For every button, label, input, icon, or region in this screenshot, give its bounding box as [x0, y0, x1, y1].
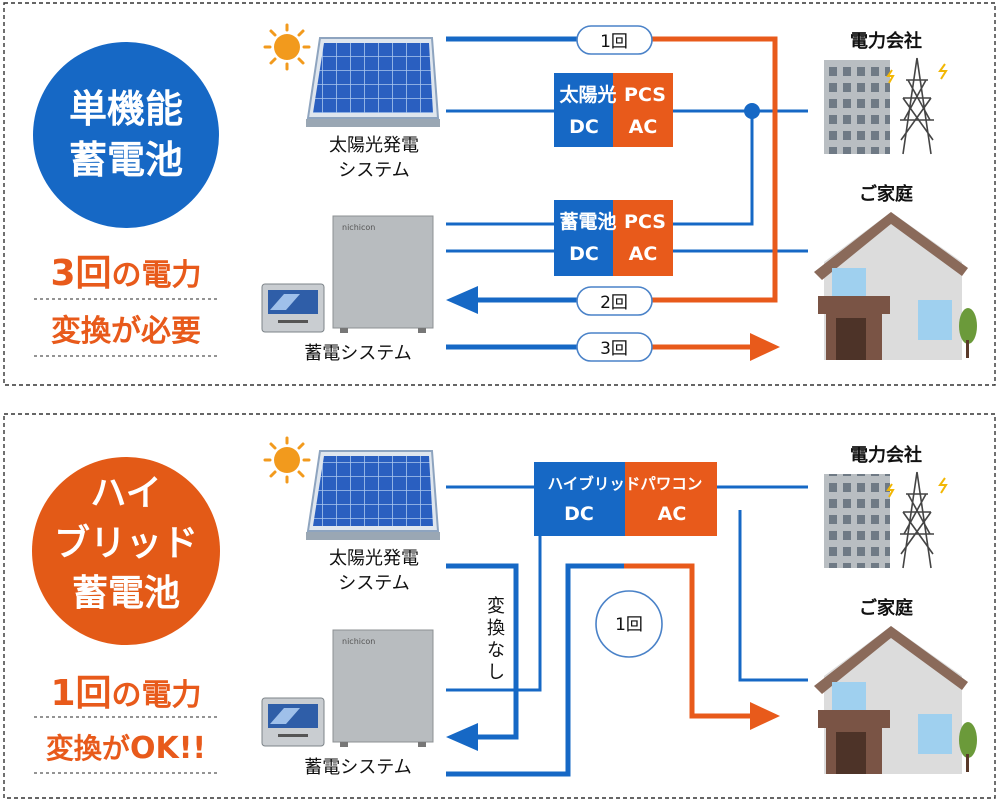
- wiring: [446, 36, 808, 350]
- hybrid-count-text: 1回: [615, 615, 643, 635]
- note-suffix: の電力: [112, 258, 202, 293]
- no-conversion-char-3: な: [487, 640, 505, 661]
- title-line-2: 蓄電池: [69, 138, 183, 182]
- hybrid-note-2a: 変換が: [46, 732, 130, 765]
- solar-label-2: システム: [338, 160, 409, 181]
- company-label: 電力会社: [850, 30, 922, 52]
- house-icon: [814, 212, 977, 360]
- note-line-2: 変換が必要: [51, 314, 201, 349]
- solar-panel-icon: [306, 450, 440, 540]
- pcs-battery-up: [672, 111, 754, 226]
- note-count: 3回: [50, 253, 111, 294]
- monitor-icon: [261, 283, 325, 333]
- battery-label: 蓄電システム: [304, 757, 411, 778]
- title-line-1: 単機能: [69, 87, 183, 131]
- house-icon: [814, 626, 977, 774]
- solar-dc-down: [446, 563, 519, 740]
- hybrid-note-2b: OK!!: [130, 731, 206, 766]
- home-label: ご家庭: [859, 597, 913, 619]
- pcs-battery-ac: AC: [629, 243, 658, 265]
- note-conversions: 3回の電力: [50, 253, 201, 294]
- pcs-solar-box: 太陽光 PCS DC AC: [554, 73, 673, 147]
- title-circle-single: [33, 42, 219, 228]
- pcs-solar-name: 太陽光: [559, 83, 616, 106]
- transmission-tower-icon: [886, 471, 948, 569]
- no-conversion-char-4: し: [487, 662, 505, 683]
- solar-label-2: システム: [338, 573, 409, 594]
- battery-brand: nichicon: [342, 223, 375, 232]
- title-circle-hybrid: [32, 457, 220, 645]
- hybrid-note: 1回の電力: [50, 673, 201, 714]
- solar-panel-icon: [306, 37, 440, 127]
- pcs-solar-pcs: PCS: [624, 84, 666, 106]
- pcs-solar-dc: DC: [569, 116, 599, 138]
- arrowhead-left-blue: [446, 286, 478, 314]
- bottom-section: ハイ ブリッド 蓄電池 1回の電力 変換がOK!! 太陽光発: [3, 413, 996, 799]
- pcs-battery-dc: DC: [569, 243, 599, 265]
- hybrid-title-3: 蓄電池: [72, 573, 180, 614]
- count-2-text: 2回: [600, 293, 628, 313]
- office-building-icon: [824, 474, 890, 568]
- sun-icon: [263, 23, 311, 71]
- hybrid-title-2: ブリッド: [54, 522, 198, 564]
- bottom-dashed-frame: [3, 413, 996, 799]
- count-pill-2: 2回: [576, 286, 653, 316]
- no-conversion-label: 変 換 な し: [487, 596, 505, 683]
- office-building-icon: [824, 60, 890, 154]
- monitor-icon: [261, 697, 325, 747]
- count-circle-1: 1回: [595, 590, 663, 658]
- count-3-text: 3回: [600, 339, 628, 359]
- orange-to-home: [624, 563, 752, 719]
- hybrid-title-1: ハイ: [90, 473, 161, 514]
- hybrid-note-suffix: の電力: [112, 678, 202, 713]
- junction-dot: [744, 103, 760, 119]
- battery-unit-icon: nichicon: [332, 629, 434, 747]
- transmission-tower-icon: [886, 57, 948, 155]
- pcs-solar-ac: AC: [629, 116, 658, 138]
- arrowhead-left-blue: [446, 723, 478, 751]
- arrowhead-right-orange: [750, 702, 780, 730]
- top-dashed-frame: [3, 2, 996, 386]
- battery-unit-icon: nichicon: [332, 215, 434, 333]
- solar-label-1: 太陽光発電: [329, 135, 419, 156]
- orange-loop: [650, 36, 778, 303]
- arrowhead-right-orange: [750, 333, 780, 361]
- pcs-battery-pcs: PCS: [624, 211, 666, 233]
- sun-icon: [263, 436, 311, 484]
- hybrid-dc: DC: [564, 503, 594, 525]
- hybrid-wiring: [446, 485, 808, 777]
- hybrid-ac-to-home: [738, 510, 808, 682]
- home-label: ご家庭: [859, 183, 913, 205]
- hybrid-dc-to-battery: [446, 536, 542, 692]
- hybrid-ac: AC: [658, 503, 687, 525]
- top-section: 単機能 蓄電池 3回の電力 変換が必要 太陽光発電 システム: [3, 2, 996, 386]
- hybrid-note-2: 変換がOK!!: [46, 731, 206, 766]
- count-1-text: 1回: [600, 32, 628, 52]
- pcs-battery-box: 蓄電池 PCS DC AC: [554, 200, 673, 276]
- pcs-battery-name: 蓄電池: [559, 210, 616, 233]
- battery-brand: nichicon: [342, 637, 375, 646]
- hybrid-name: ハイブリッドパワコン: [548, 474, 703, 493]
- hybrid-note-count: 1回: [50, 673, 111, 714]
- solar-label-1: 太陽光発電: [329, 548, 419, 569]
- battery-to-hybrid: [446, 563, 624, 777]
- no-conversion-char-1: 変: [487, 596, 505, 617]
- battery-label: 蓄電システム: [304, 343, 411, 364]
- no-conversion-char-2: 換: [487, 618, 505, 639]
- hybrid-inverter-box: ハイブリッドパワコン DC AC: [534, 462, 717, 536]
- count-pill-1: 1回: [576, 25, 653, 55]
- company-label: 電力会社: [850, 444, 922, 466]
- count-pill-3: 3回: [576, 332, 653, 362]
